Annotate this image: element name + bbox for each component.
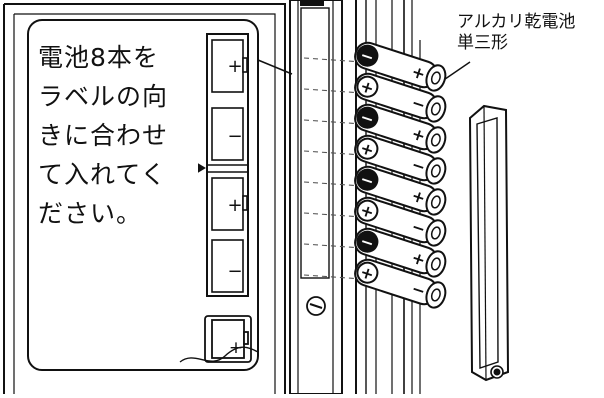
- battery-sign-left: +: [358, 76, 377, 98]
- batteries: −++−−++−−++−−++−: [354, 41, 447, 309]
- instruction-line-1: 電池8本を: [38, 43, 159, 72]
- inset-cell-cap: [243, 331, 249, 345]
- battery-sign-right: +: [409, 186, 428, 208]
- insertion-guide-3: [303, 119, 363, 125]
- battery-type-line-1: アルカリ乾電池: [457, 12, 576, 32]
- battery-1: −+: [354, 41, 447, 92]
- battery-cap-left: [356, 44, 379, 67]
- battery-cap-left: [356, 75, 379, 98]
- rail-top-dark-mark: [300, 0, 324, 6]
- inset-cell: [179, 315, 259, 363]
- battery-8: +−: [354, 258, 447, 309]
- battery-cap-left: [356, 106, 379, 129]
- battery-end-nub: [430, 164, 441, 178]
- insertion-guide-7: [303, 243, 363, 249]
- battery-sign-right: −: [409, 93, 428, 115]
- battery-sign-left: +: [358, 138, 377, 160]
- housing-outer: [4, 3, 286, 394]
- housing-inner-left: [14, 13, 276, 394]
- callout-box: [27, 19, 259, 371]
- instruction-text: 電池8本を ラベルの向 きに合わせ て入れてく ださい。: [38, 38, 198, 233]
- callout-compartment: [198, 33, 249, 297]
- battery-cap-left: [356, 199, 379, 222]
- battery-4: +−: [354, 134, 447, 185]
- battery-3: −+: [354, 103, 447, 154]
- insertion-guide-2: [303, 88, 363, 94]
- battery-sign-left: −: [358, 169, 377, 191]
- cover-inner: [476, 117, 499, 369]
- instruction-line-3: きに合わせ: [38, 121, 169, 150]
- cell-2-sign: −: [227, 126, 242, 147]
- battery-end-nub: [430, 71, 441, 85]
- battery-end-nub: [430, 102, 441, 116]
- insertion-guide-6: [303, 212, 363, 218]
- battery-6: +−: [354, 196, 447, 247]
- battery-end-nub: [430, 288, 441, 302]
- insertion-guides: [303, 57, 363, 280]
- cell-3-sign: +: [227, 195, 242, 216]
- compartment-strip: [206, 33, 249, 297]
- compartment-signs: + − + −: [227, 56, 242, 282]
- battery-end-nub: [430, 133, 441, 147]
- cell-4: [211, 239, 244, 293]
- inset-cell-sign: +: [229, 338, 243, 358]
- compartment-pointer-mark: [198, 163, 206, 173]
- battery-type-label: アルカリ乾電池 単三形: [457, 12, 597, 54]
- cell-3-cap: [242, 195, 248, 211]
- battery-sign-left: −: [358, 45, 377, 67]
- battery-sign-left: +: [358, 200, 377, 222]
- inset-cut-line: [179, 346, 259, 363]
- inset-frame: [204, 315, 252, 363]
- insertion-guide-1: [303, 57, 363, 63]
- battery-cap-left: [356, 230, 379, 253]
- screw-slot: [309, 303, 323, 309]
- instruction-line-5: ださい。: [38, 199, 143, 228]
- battery-sign-right: −: [409, 279, 428, 301]
- cover-edge: [483, 105, 487, 381]
- battery-7: −+: [354, 227, 447, 278]
- callout-pointer: [257, 59, 293, 75]
- battery-sign-right: −: [409, 217, 428, 239]
- insertion-guide-4: [303, 150, 363, 156]
- battery-sign-right: +: [409, 248, 428, 270]
- screw: [306, 296, 326, 316]
- battery-end-nub: [430, 195, 441, 209]
- battery-end-nub: [430, 257, 441, 271]
- battery-sign-left: −: [358, 231, 377, 253]
- cell-2: [211, 107, 244, 161]
- insertion-guide-8: [303, 274, 363, 280]
- housing: [3, 3, 286, 394]
- battery-5: −+: [354, 165, 447, 216]
- battery-sign-right: −: [409, 155, 428, 177]
- cell-3: [211, 177, 244, 231]
- insertion-guide-5: [303, 181, 363, 187]
- instruction-line-2: ラベルの向: [38, 82, 169, 111]
- battery-sign-left: −: [358, 107, 377, 129]
- cell-4-sign: −: [227, 261, 242, 282]
- battery-2: +−: [354, 72, 447, 123]
- cover-knob-core: [493, 368, 501, 376]
- battery-sign-right: +: [409, 124, 428, 146]
- battery-cap-left: [356, 137, 379, 160]
- battery-cover: [468, 104, 510, 382]
- battery-sign-left: +: [358, 262, 377, 284]
- rail-slot: [300, 7, 330, 279]
- compartment-cells: [211, 39, 248, 293]
- battery-sign-right: +: [409, 62, 428, 84]
- cell-1-cap: [242, 57, 248, 73]
- battery-end-nub: [430, 226, 441, 240]
- cell-1-sign: +: [227, 56, 242, 77]
- battery-cap-left: [356, 168, 379, 191]
- instruction-line-4: て入れてく: [38, 160, 167, 189]
- battery-cap-left: [356, 261, 379, 284]
- battery-type-line-2: 単三形: [457, 33, 508, 53]
